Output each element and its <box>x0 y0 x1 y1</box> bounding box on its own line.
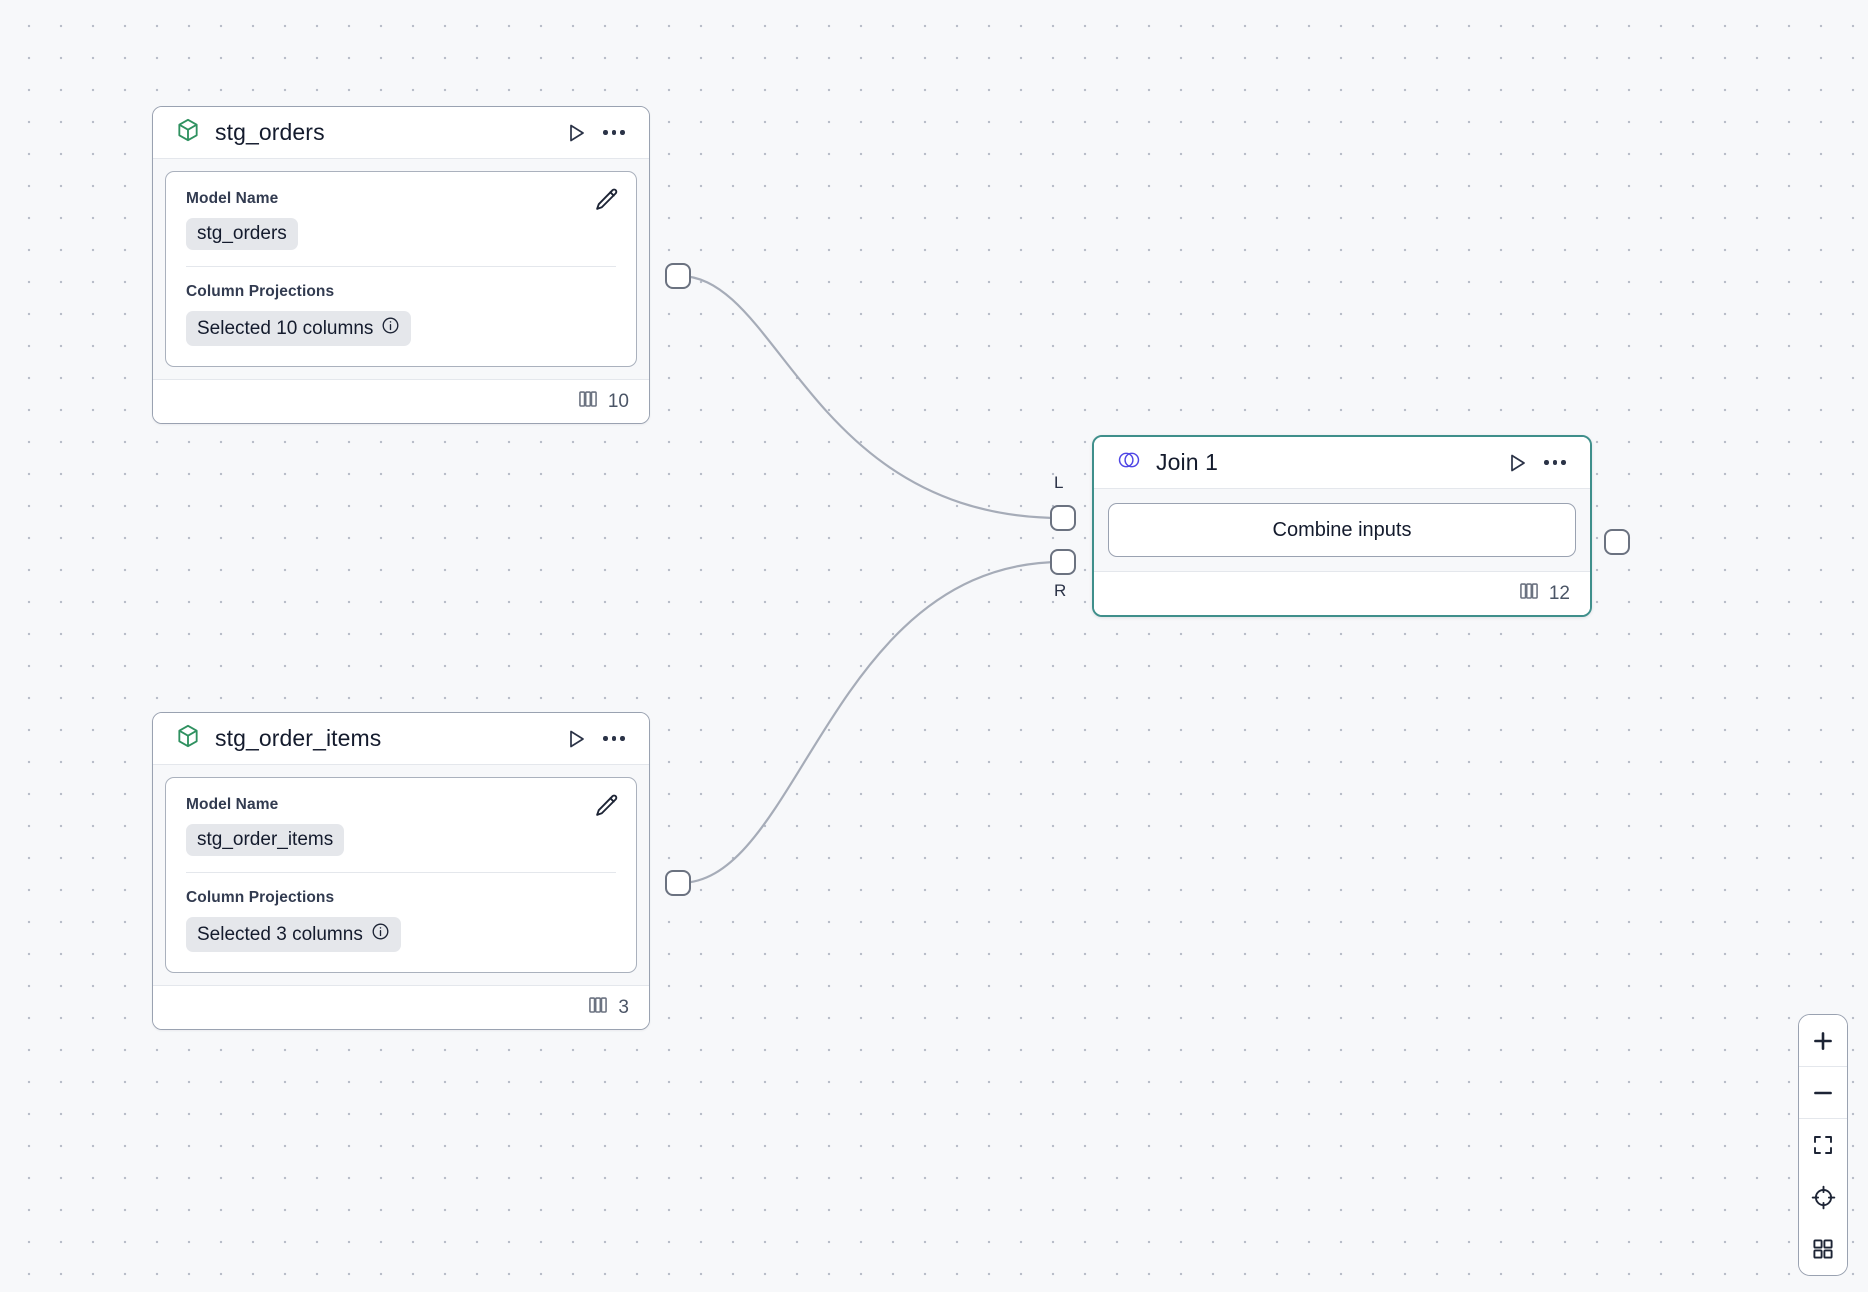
cube-icon <box>175 117 201 148</box>
node-stg-order-items[interactable]: stg_order_items Model Name <box>152 712 650 1030</box>
columns-icon <box>577 388 599 415</box>
venn-join-icon <box>1116 447 1142 478</box>
output-port-join-1[interactable] <box>1604 529 1630 555</box>
input-port-right[interactable] <box>1050 549 1076 575</box>
columns-icon <box>1518 580 1540 607</box>
node-footer: 12 <box>1094 571 1590 615</box>
node-body: Combine inputs <box>1094 489 1590 571</box>
run-icon[interactable] <box>1502 448 1532 478</box>
model-name-value[interactable]: stg_order_items <box>186 824 345 856</box>
zoom-in-button[interactable] <box>1799 1015 1847 1067</box>
column-projections-label: Column Projections <box>186 283 335 300</box>
node-header: stg_orders <box>153 107 649 159</box>
column-projections-value[interactable]: Selected 3 columns <box>186 917 401 952</box>
column-projections-text: Selected 10 columns <box>197 317 374 339</box>
input-port-label-left: L <box>1054 473 1064 492</box>
node-join-1[interactable]: Join 1 Combine inputs 12 <box>1092 435 1592 617</box>
column-projections-text: Selected 3 columns <box>197 923 363 945</box>
model-config-panel: Model Name stg_orders Column Projections… <box>165 171 637 367</box>
cube-icon <box>175 723 201 754</box>
output-port-stg-order-items[interactable] <box>665 870 691 896</box>
column-count: 12 <box>1548 582 1570 604</box>
more-options-icon[interactable] <box>1540 448 1570 478</box>
model-name-value[interactable]: stg_orders <box>186 218 298 250</box>
node-header: Join 1 <box>1094 437 1590 489</box>
column-count: 3 <box>618 996 629 1018</box>
info-icon[interactable] <box>381 316 400 341</box>
canvas-controls <box>1798 1014 1848 1276</box>
panel-divider <box>186 266 616 267</box>
columns-icon <box>587 994 609 1021</box>
fit-view-button[interactable] <box>1799 1119 1847 1171</box>
node-header: stg_order_items <box>153 713 649 765</box>
edge-stg-orders-to-join-left <box>679 274 1063 520</box>
input-port-left[interactable] <box>1050 505 1076 531</box>
column-projections-value[interactable]: Selected 10 columns <box>186 311 412 346</box>
node-body: Model Name stg_orders Column Projections… <box>153 159 649 379</box>
run-icon[interactable] <box>561 724 591 754</box>
info-icon[interactable] <box>371 922 390 947</box>
node-title: stg_orders <box>215 119 325 145</box>
column-count: 10 <box>607 390 629 412</box>
output-port-stg-orders[interactable] <box>665 263 691 289</box>
grid-button[interactable] <box>1799 1223 1847 1275</box>
model-name-label: Model Name <box>186 796 279 813</box>
panel-divider <box>186 872 616 873</box>
node-title: Join 1 <box>1156 449 1218 475</box>
edit-pencil-icon[interactable] <box>592 792 620 820</box>
node-title: stg_order_items <box>215 725 382 751</box>
edit-pencil-icon[interactable] <box>592 186 620 214</box>
column-projections-label: Column Projections <box>186 889 335 906</box>
node-stg-orders[interactable]: stg_orders Model Name stg_ <box>152 106 650 424</box>
node-footer: 10 <box>153 379 649 423</box>
combine-inputs-button[interactable]: Combine inputs <box>1108 503 1576 557</box>
node-body: Model Name stg_order_items Column Projec… <box>153 765 649 985</box>
model-config-panel: Model Name stg_order_items Column Projec… <box>165 777 637 973</box>
edge-stg-order-items-to-join-right <box>679 560 1063 885</box>
more-options-icon[interactable] <box>599 118 629 148</box>
target-button[interactable] <box>1799 1171 1847 1223</box>
more-options-icon[interactable] <box>599 724 629 754</box>
input-port-label-right: R <box>1054 581 1067 600</box>
zoom-out-button[interactable] <box>1799 1067 1847 1119</box>
model-name-label: Model Name <box>186 190 279 207</box>
run-icon[interactable] <box>561 118 591 148</box>
node-footer: 3 <box>153 985 649 1029</box>
